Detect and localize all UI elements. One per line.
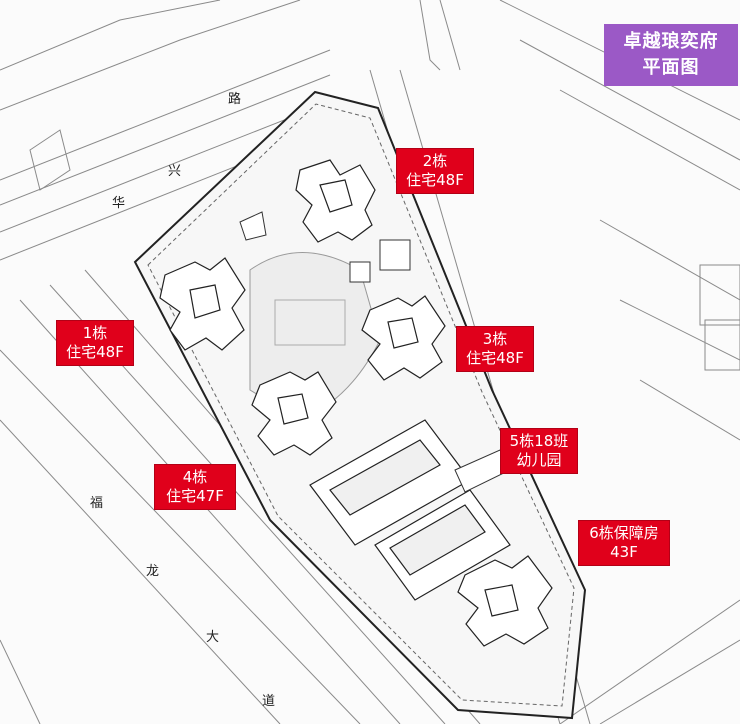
building-5-number: 5栋18班 [509,432,569,450]
building-4-type: 住宅47F [166,487,224,505]
road-label-char: 龙 [146,564,160,579]
building-4-label: 4栋 住宅47F [154,464,236,510]
road-edge [19,299,401,724]
building-6-label: 6栋保障房 43F [578,520,670,566]
building-6-type: 43F [610,543,638,561]
road-edge [599,639,740,724]
building-3-type: 住宅48F [466,349,524,367]
road-label-char: 福 [90,496,104,511]
building-1-label: 1栋 住宅48F [56,320,134,366]
building-2-footprint [295,159,376,243]
road-label-char: 路 [228,92,242,107]
building-3-footprint [361,295,446,381]
building-5-type: 幼儿园 [516,451,562,469]
building-2-number: 2栋 [422,152,448,170]
map-title: 卓越琅奕府 平面图 [604,24,738,86]
building-1-type: 住宅48F [66,343,124,361]
road-label-char: 兴 [168,164,182,179]
road-edge [0,74,331,206]
building-1-number: 1栋 [82,324,108,342]
building-2-label: 2栋 住宅48F [396,148,474,194]
road-label-char: 道 [262,694,276,709]
building-5-label: 5栋18班 幼儿园 [500,428,578,474]
building-4-footprint [251,371,337,456]
building-6-number: 6栋保障房 [589,524,659,542]
building-2-type: 住宅48F [406,171,464,189]
road-edge [0,49,331,181]
building-3-number: 3栋 [482,330,508,348]
building-6-footprint [457,555,553,647]
title-line-1: 卓越琅奕府 [623,31,719,52]
road-label-char: 华 [112,196,126,211]
building-3-label: 3栋 住宅48F [456,326,534,372]
building-5-footprint [309,419,511,601]
building-1-footprint [159,257,246,351]
road-edge [0,99,336,233]
building-4-number: 4栋 [182,468,208,486]
road-edge [0,349,361,724]
road-label-char: 大 [206,630,220,645]
road-edge [559,599,740,724]
title-line-2: 平面图 [642,57,700,78]
road-edge [0,419,281,724]
